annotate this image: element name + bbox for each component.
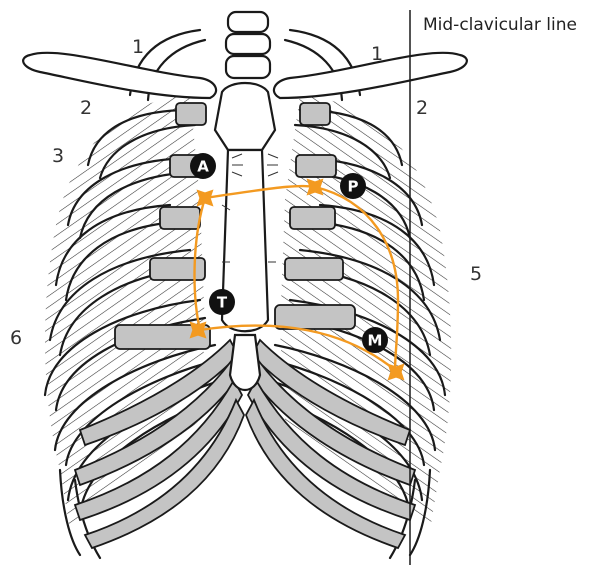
rib-label-right-5: 5 [470, 263, 482, 285]
sternum [215, 83, 275, 390]
vertebral-column [226, 12, 270, 78]
svg-text:P: P [348, 178, 359, 196]
mid-clavicular-line-label: Mid-clavicular line [423, 15, 577, 35]
rib-label-left-3: 3 [52, 145, 64, 167]
svg-text:A: A [197, 158, 209, 176]
badge-mitral: M [362, 327, 388, 353]
rib-label-right-2: 2 [416, 97, 428, 119]
rib-label-left-1: 1 [132, 36, 144, 58]
rib-label-left-2: 2 [80, 97, 92, 119]
badge-tricuspid: T [209, 289, 235, 315]
badge-pulmonic: P [340, 173, 366, 199]
rib-label-left-6: 6 [10, 327, 22, 349]
badge-aortic: A [190, 153, 216, 179]
rib-label-right-1: 1 [371, 43, 383, 65]
svg-text:T: T [217, 294, 228, 312]
svg-text:M: M [368, 332, 383, 350]
left-clavicle [23, 53, 216, 98]
